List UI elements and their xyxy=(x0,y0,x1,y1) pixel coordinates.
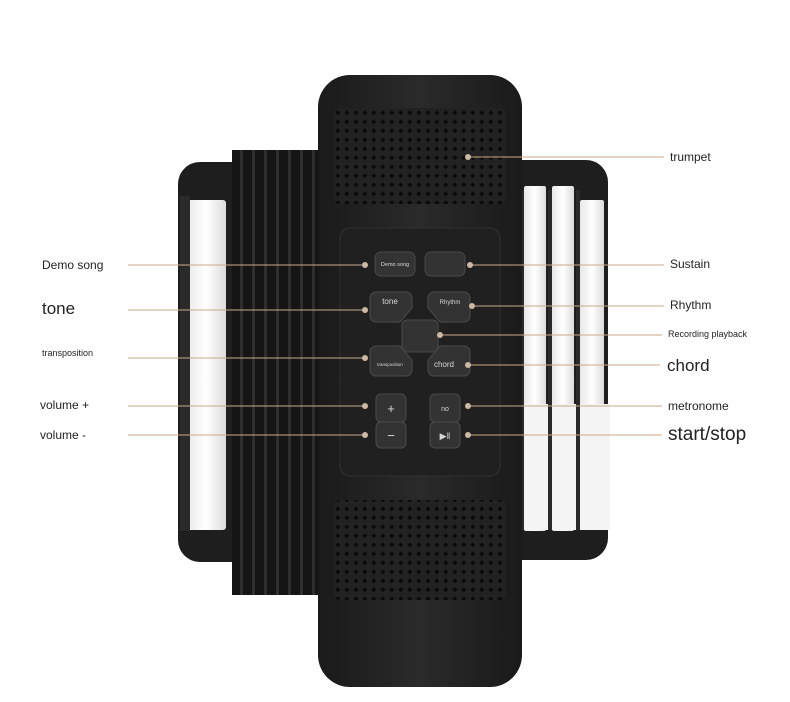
label-volume-plus: volume + xyxy=(40,398,90,412)
tone-button-label: tone xyxy=(382,297,398,306)
label-recording-playback: Recording playback xyxy=(668,329,748,339)
chord-button[interactable]: chord xyxy=(427,345,471,377)
leader-dot-sustain xyxy=(467,262,473,268)
label-metronome: metronome xyxy=(668,399,729,413)
left-key-roll xyxy=(178,150,328,595)
transposition-button[interactable]: transposition xyxy=(369,345,413,377)
label-demo-song: Demo song xyxy=(42,258,104,272)
leader-dot-recording-playback xyxy=(437,332,443,338)
label-trumpet: trumpet xyxy=(670,150,711,164)
right-key-front xyxy=(520,404,610,530)
bottom-speaker-grill xyxy=(334,500,506,600)
rhythm-button[interactable]: Rhythm xyxy=(427,291,471,323)
demo-song-button[interactable]: Demo song xyxy=(374,251,416,277)
control-panel xyxy=(318,75,522,687)
left-white-key xyxy=(186,200,226,530)
label-transposition: transposition xyxy=(42,348,94,358)
rhythm-button-label: Rhythm xyxy=(440,300,461,306)
label-start-stop: start/stop xyxy=(668,424,747,445)
leader-dot-metronome xyxy=(465,403,471,409)
start-stop-button[interactable]: ▶‖ xyxy=(429,421,461,449)
metronome-button-label: no xyxy=(441,406,449,413)
leader-dot-chord xyxy=(465,362,471,368)
label-rhythm: Rhythm xyxy=(670,298,712,312)
recording-playback-button[interactable] xyxy=(401,319,439,353)
sustain-button[interactable] xyxy=(424,251,466,277)
volume-minus-button-label: − xyxy=(387,428,395,443)
top-speaker-grill xyxy=(334,108,506,204)
label-sustain: Sustain xyxy=(670,257,711,271)
volume-minus-button[interactable]: − xyxy=(375,421,407,449)
leader-dot-start-stop xyxy=(465,432,471,438)
left-roll-edge xyxy=(180,196,190,531)
leader-lines xyxy=(128,154,664,438)
leader-dot-tone xyxy=(362,307,368,313)
leader-dot-volume-plus xyxy=(362,403,368,409)
left-bellows xyxy=(232,150,324,595)
metronome-button[interactable]: no xyxy=(429,393,461,423)
leader-dot-rhythm xyxy=(469,303,475,309)
label-tone: tone xyxy=(42,299,76,318)
leader-dot-trumpet xyxy=(465,154,471,160)
tone-button[interactable]: tone xyxy=(369,291,413,323)
chord-button-label: chord xyxy=(434,360,454,369)
transposition-button-label: transposition xyxy=(377,362,403,367)
volume-plus-button-label: + xyxy=(387,401,395,416)
label-volume-minus: volume - xyxy=(40,428,87,442)
volume-plus-button[interactable]: + xyxy=(375,393,407,423)
leader-dot-transposition xyxy=(362,355,368,361)
start-stop-button-label: ▶‖ xyxy=(440,431,451,441)
label-chord: chord xyxy=(667,356,710,375)
leader-dot-demo-song xyxy=(362,262,368,268)
demo-song-button-label: Demo song xyxy=(381,262,409,268)
leader-dot-volume-minus xyxy=(362,432,368,438)
